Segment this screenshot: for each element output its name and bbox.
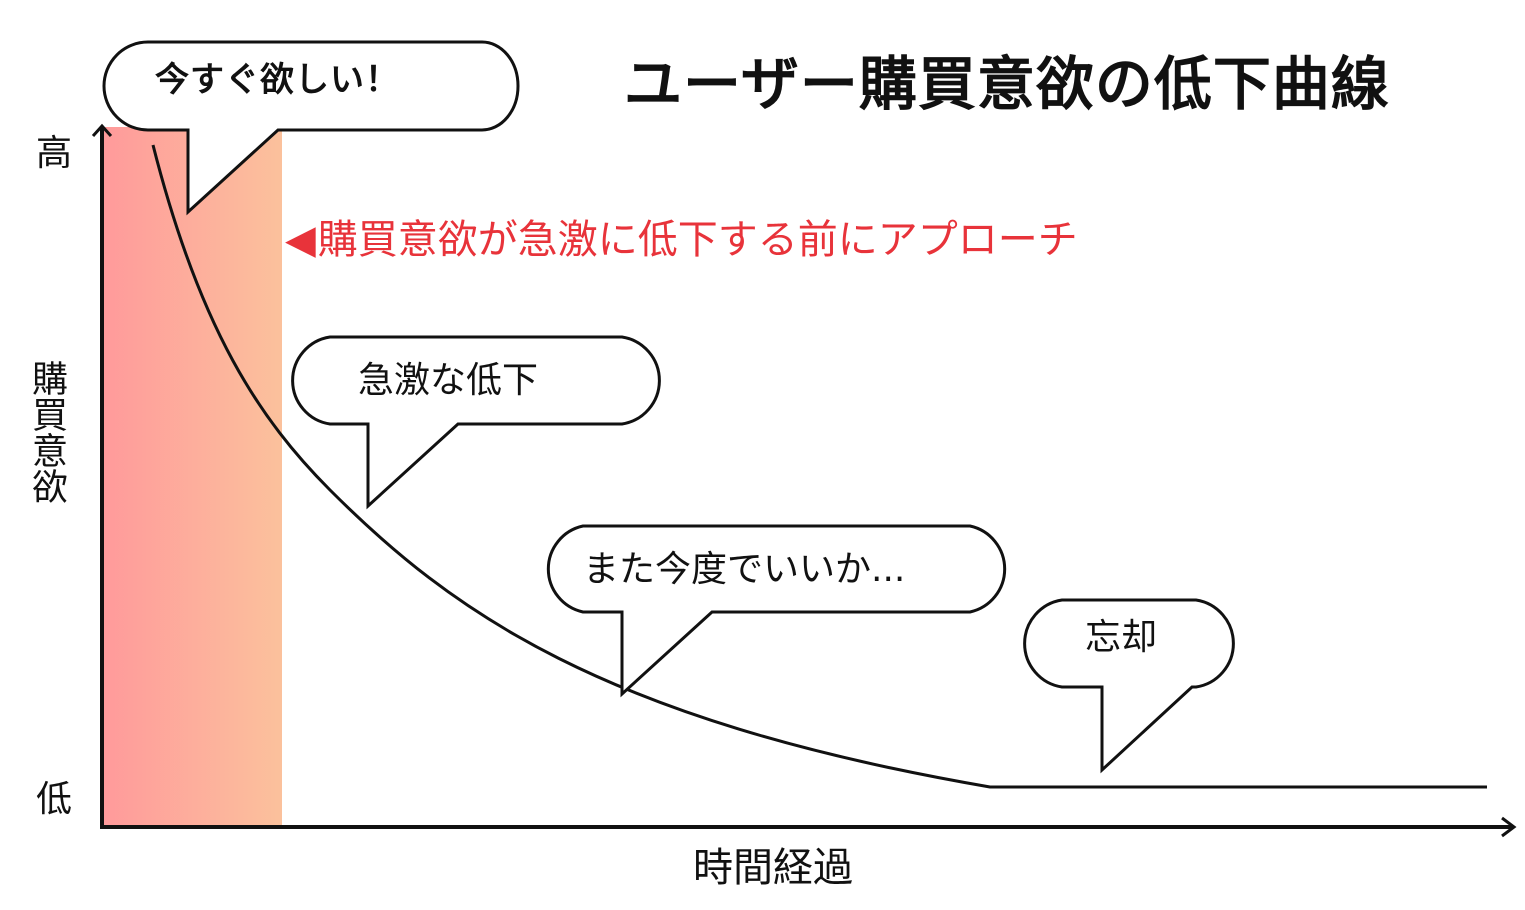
diagram-title: ユーザー購買意欲の低下曲線 <box>624 50 1390 118</box>
decay-curve <box>151 144 1487 789</box>
speech-bubble-forgotten <box>1023 598 1235 774</box>
speech-bubble-want-now <box>102 40 520 216</box>
approach-annotation-text: 購買意欲が急激に低下する前にアプローチ <box>317 217 1078 263</box>
bubble-text-want-now: 今すぐ欲しい！ <box>155 60 400 100</box>
y-axis-arrowhead <box>91 123 113 138</box>
speech-bubble-sharp-drop <box>291 335 661 510</box>
y-axis-low-label: 低 <box>36 779 73 820</box>
speech-bubble-next-time <box>546 524 1007 698</box>
approach-annotation: ◀購買意欲が急激に低下する前にアプローチ <box>285 220 1078 260</box>
left-triangle-icon: ◀ <box>285 217 316 263</box>
bubble-text-sharp-drop: 急激な低下 <box>358 360 539 401</box>
y-axis-high-label: 高 <box>36 133 73 174</box>
x-axis-arrowhead <box>1501 816 1517 838</box>
bubble-text-forgotten: 忘却 <box>1085 617 1158 658</box>
x-axis-title: 時間経過 <box>693 845 853 891</box>
bubble-text-next-time: また今度でいいか... <box>583 549 906 590</box>
early-phase-highlight <box>103 127 282 827</box>
y-axis-title: 購買意欲 <box>26 360 67 504</box>
